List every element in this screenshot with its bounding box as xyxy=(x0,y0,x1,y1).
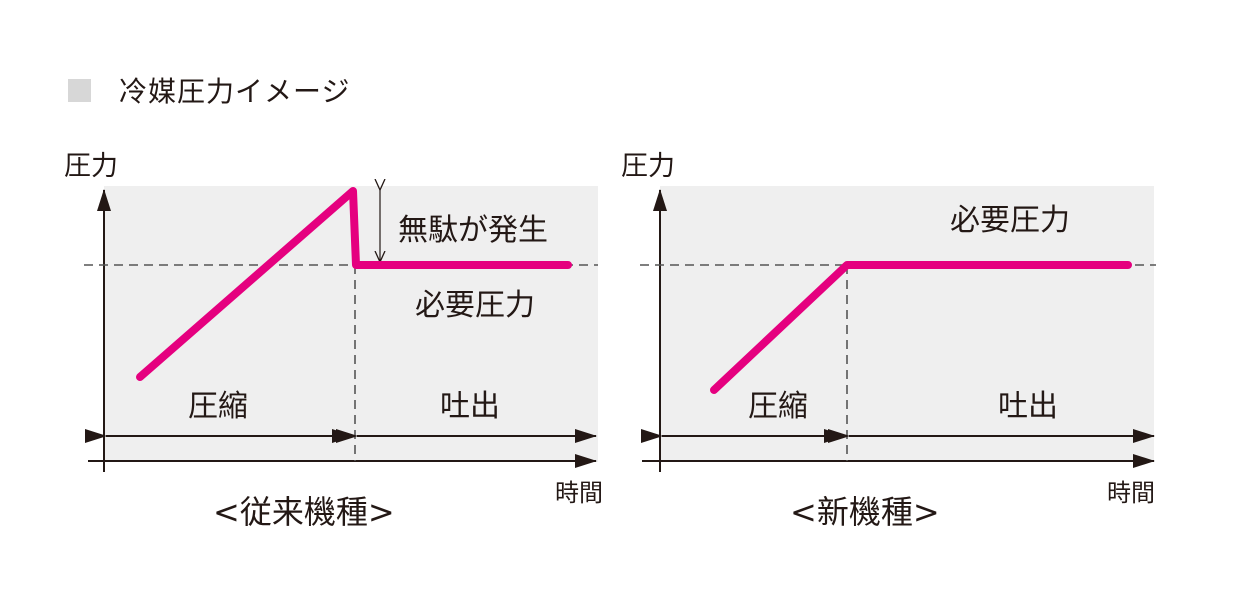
required-pressure-label: 必要圧力 xyxy=(415,288,535,323)
chart-caption: <従来機種> xyxy=(213,493,395,531)
phase-compression-label: 圧縮 xyxy=(188,389,248,424)
phase-discharge-label: 吐出 xyxy=(440,389,500,424)
title-text: 冷媒圧力イメージ xyxy=(119,75,351,108)
pressure-line xyxy=(710,261,1132,394)
pressure-line xyxy=(136,187,572,381)
chart-panel xyxy=(660,186,1154,462)
required-pressure-label: 必要圧力 xyxy=(950,203,1070,238)
chart-conventional: 圧力 無駄が発生 必要圧力 圧縮 吐出 時間 <従来機種> xyxy=(64,151,603,531)
chart-caption: <新機種> xyxy=(790,493,940,531)
phase-discharge-label: 吐出 xyxy=(998,389,1058,424)
phase-compression-label: 圧縮 xyxy=(748,389,808,424)
title-bullet-square xyxy=(68,78,91,102)
y-axis-label: 圧力 xyxy=(64,151,118,182)
waste-label: 無駄が発生 xyxy=(398,213,548,248)
diagram-title: 冷媒圧力イメージ xyxy=(68,70,350,110)
x-axis-label: 時間 xyxy=(555,479,603,507)
x-axis-label: 時間 xyxy=(1107,479,1155,507)
chart-new-model: 圧力 必要圧力 圧縮 吐出 時間 <新機種> xyxy=(621,151,1156,531)
y-axis-label: 圧力 xyxy=(621,151,675,182)
